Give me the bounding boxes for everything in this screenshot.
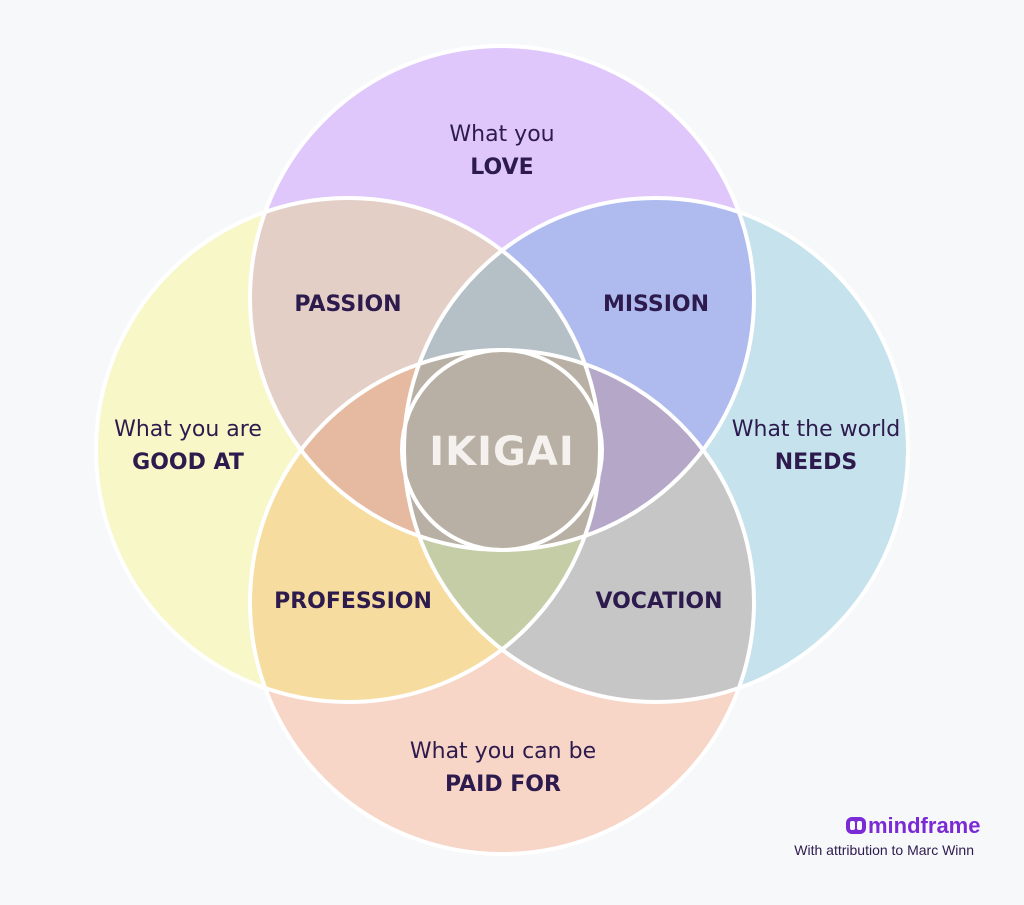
- love-label-line1: What you: [449, 122, 554, 147]
- good-at-label-line1: What you are: [114, 417, 262, 442]
- passion-label: PASSION: [294, 292, 401, 317]
- needs-label-line1: What the world: [732, 417, 900, 442]
- ikigai-label: IKIGAI: [429, 429, 574, 475]
- brand-name: mindframe: [868, 813, 980, 838]
- overlap-love-good-paid: [250, 350, 600, 550]
- paid-for-label-line1: What you can be: [410, 739, 596, 764]
- profession-label: PROFESSION: [274, 589, 432, 614]
- love-label-line2: LOVE: [470, 155, 533, 180]
- overlap-love-good-needs: [404, 198, 600, 550]
- m-logo-icon: [846, 817, 866, 834]
- outlines: [94, 44, 910, 856]
- needs-label-line2: NEEDS: [775, 450, 858, 475]
- mission-label: MISSION: [603, 292, 709, 317]
- overlap-love-needs-paid: [404, 350, 754, 550]
- ikigai-center-circle: [402, 350, 602, 550]
- paid-for-label-line2: PAID FOR: [445, 772, 561, 797]
- attribution-text: With attribution to Marc Winn: [794, 842, 974, 858]
- good-at-label-line2: GOOD AT: [132, 450, 244, 475]
- overlap-good-needs-paid: [404, 350, 600, 702]
- vocation-label: VOCATION: [595, 589, 722, 614]
